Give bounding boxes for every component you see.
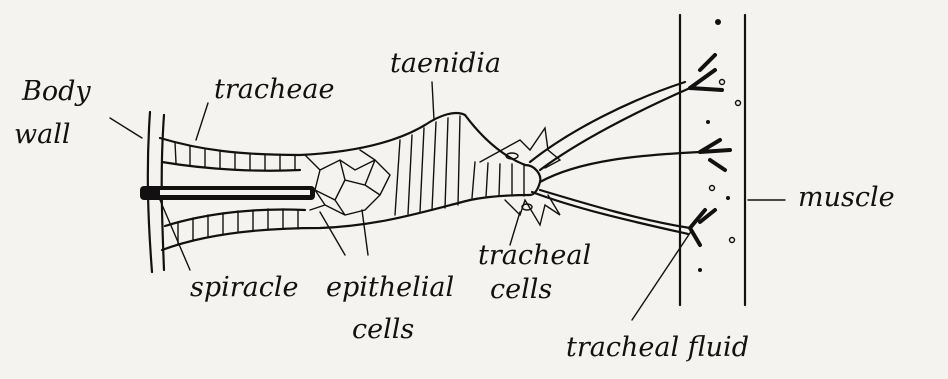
label-tracheae: tracheae: [214, 74, 334, 105]
label-spiracle: spiracle: [190, 272, 299, 303]
label-body-wall-line2: wall: [14, 119, 70, 150]
label-epithelial-line1: epithelial: [326, 272, 454, 303]
label-tracheal-cells-line1: tracheal: [478, 240, 591, 271]
main-trachea: [160, 113, 540, 250]
label-taenidia: taenidia: [390, 48, 501, 79]
label-epithelial-line2: cells: [352, 314, 414, 345]
label-body-wall-line1: Body: [21, 76, 91, 107]
label-muscle: muscle: [798, 182, 895, 213]
spiracle: [140, 186, 315, 200]
tracheal-cells: [480, 128, 560, 225]
muscle: [680, 15, 745, 305]
label-tracheal-fluid: tracheal fluid: [566, 332, 749, 363]
label-tracheal-cells-line2: cells: [490, 274, 552, 305]
